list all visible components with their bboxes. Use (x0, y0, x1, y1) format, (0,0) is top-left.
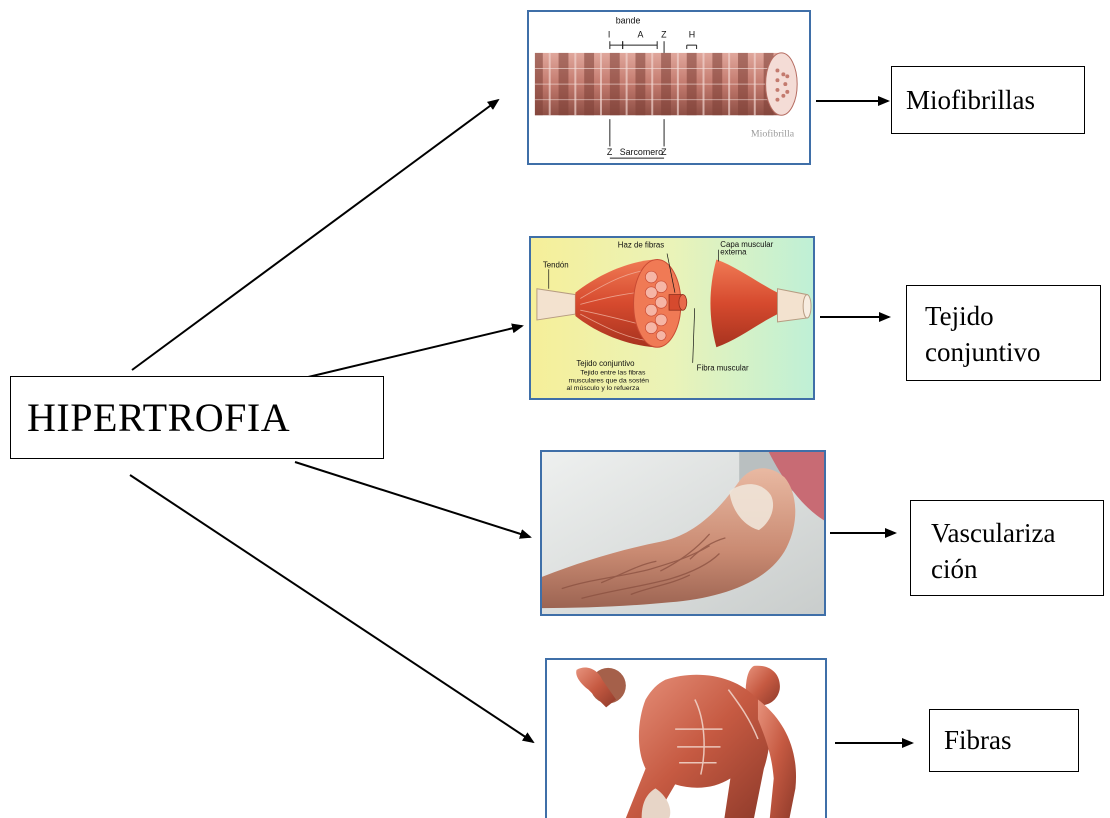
myofibril-h-label: H (689, 29, 695, 39)
label-fibras: Fibras (944, 725, 1012, 756)
muscle-anatomy-image: Tendón Haz de fibras Capa muscular exter… (529, 236, 815, 400)
arrow-to-tejido-image (304, 326, 522, 378)
muscle-haz-label: Haz de fibras (618, 241, 664, 250)
myofibril-z-bottom-right: Z (661, 147, 667, 157)
central-box: HIPERTROFIA (10, 376, 384, 459)
myofibril-i-label: I (608, 29, 610, 39)
arrow-to-miofibrillas-image (132, 100, 498, 370)
myofibril-caption: Miofibrilla (751, 129, 795, 140)
label-miofibrillas: Miofibrillas (906, 85, 1035, 116)
label-box-tejido: Tejido conjuntivo (906, 285, 1101, 381)
label-box-fibras: Fibras (929, 709, 1079, 772)
muscle-tejido-title: Tejido conjuntivo (576, 359, 635, 368)
label-tejido: Tejido conjuntivo (925, 298, 1075, 370)
muscular-body-image (545, 658, 827, 818)
muscle-tendon-label: Tendón (543, 260, 569, 269)
label-box-vascular: Vasculariza ción (910, 500, 1104, 596)
central-label: HIPERTROFIA (27, 394, 290, 441)
muscle-fibra-label: Fibra muscular (697, 364, 749, 373)
myofibril-z-label: Z (661, 29, 667, 39)
label-vascular: Vasculariza ción (931, 515, 1091, 587)
myofibril-sarcomero-label: Sarcomero (620, 147, 663, 157)
label-box-miofibrillas: Miofibrillas (891, 66, 1085, 134)
arrow-to-fibras-image (130, 475, 533, 742)
arrow-to-vascular-image (295, 462, 530, 537)
myofibril-bande-label: bande (616, 16, 641, 26)
myofibril-z-bottom-left: Z (607, 147, 613, 157)
myofibril-a-label: A (637, 29, 643, 39)
myofibril-image: bande I A Z H Z Sarcomero Z Miofibrilla (527, 10, 811, 165)
vascular-arm-image (540, 450, 826, 616)
